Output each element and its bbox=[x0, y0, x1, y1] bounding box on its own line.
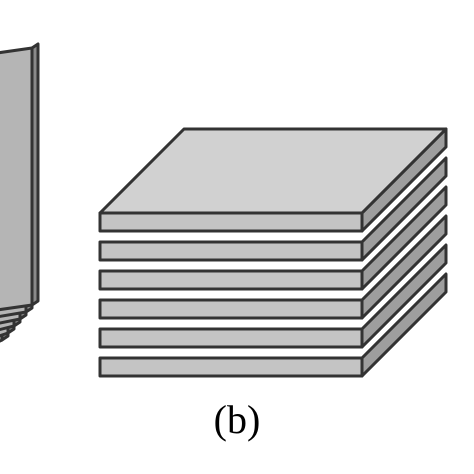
sheet-front-face bbox=[98, 356, 364, 378]
sheet-top-face bbox=[98, 127, 448, 215]
vertical-sheet-front bbox=[0, 46, 34, 312]
sheet-front-face bbox=[98, 327, 364, 349]
sheet-front-face bbox=[98, 269, 364, 291]
sheet-front-face bbox=[98, 298, 364, 320]
horizontal-sheet-stack bbox=[98, 127, 448, 378]
sheet-front-face bbox=[98, 211, 364, 233]
vertical-sheet-stack bbox=[0, 42, 40, 343]
sheet-front-face bbox=[98, 240, 364, 262]
panel-label: (b) bbox=[213, 397, 261, 442]
